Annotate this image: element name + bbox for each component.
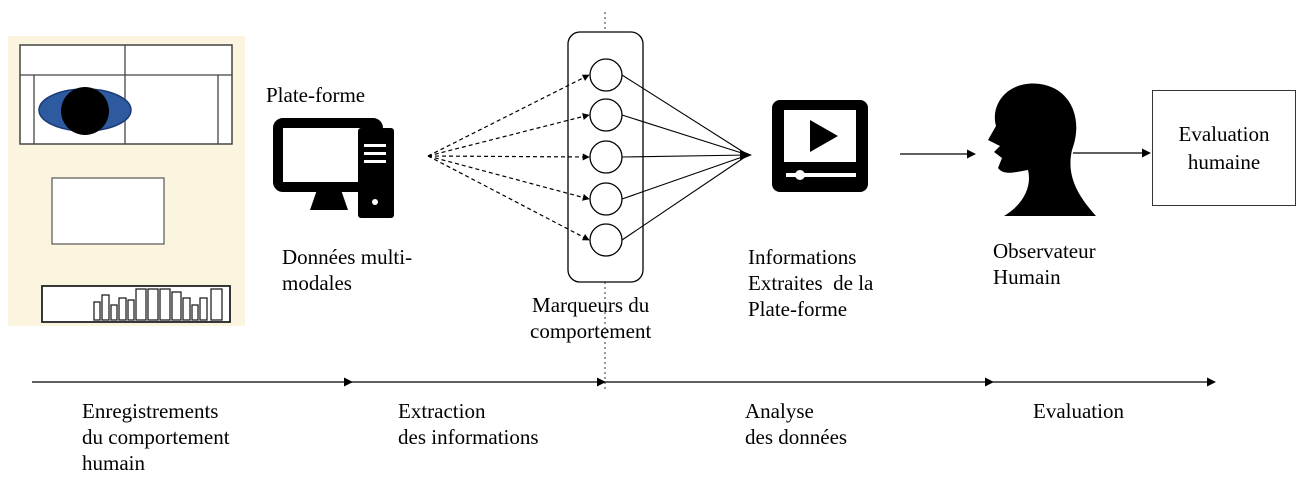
behavior-markers-label: Marqueurs du comportement	[530, 293, 652, 343]
human-observer-label: Observateur Humain	[993, 239, 1096, 289]
multimodal-data-label: Données multi- modales	[282, 245, 413, 295]
stage-analysis-label: Analyse des données	[745, 399, 848, 449]
data-flow-dashed-arrows	[427, 74, 590, 241]
human-evaluation-box: Evaluation humaine	[1152, 90, 1296, 206]
room-illustration	[8, 36, 245, 326]
video-player-icon	[772, 100, 868, 192]
computer-icon	[273, 118, 394, 218]
stage-recording-label: Enregistrements du comportement humain	[82, 399, 230, 475]
marker-convergence-lines	[621, 74, 749, 241]
human-evaluation-label: Evaluation humaine	[1178, 122, 1270, 174]
stage-evaluation-label: Evaluation	[1033, 399, 1124, 423]
convergence-point	[740, 150, 752, 160]
stage-extraction-label: Extraction des informations	[398, 399, 539, 449]
human-head-icon	[988, 83, 1096, 216]
platform-title: Plate-forme	[266, 83, 366, 107]
person-head	[61, 87, 109, 135]
table-icon	[51, 177, 165, 245]
shelf-icon	[41, 285, 231, 323]
person-top-view-icon	[38, 87, 132, 135]
sofa-icon	[19, 44, 233, 145]
behavior-markers-column	[567, 31, 644, 283]
extracted-info-label: Informations Extraites de la Plate-forme	[748, 245, 874, 321]
